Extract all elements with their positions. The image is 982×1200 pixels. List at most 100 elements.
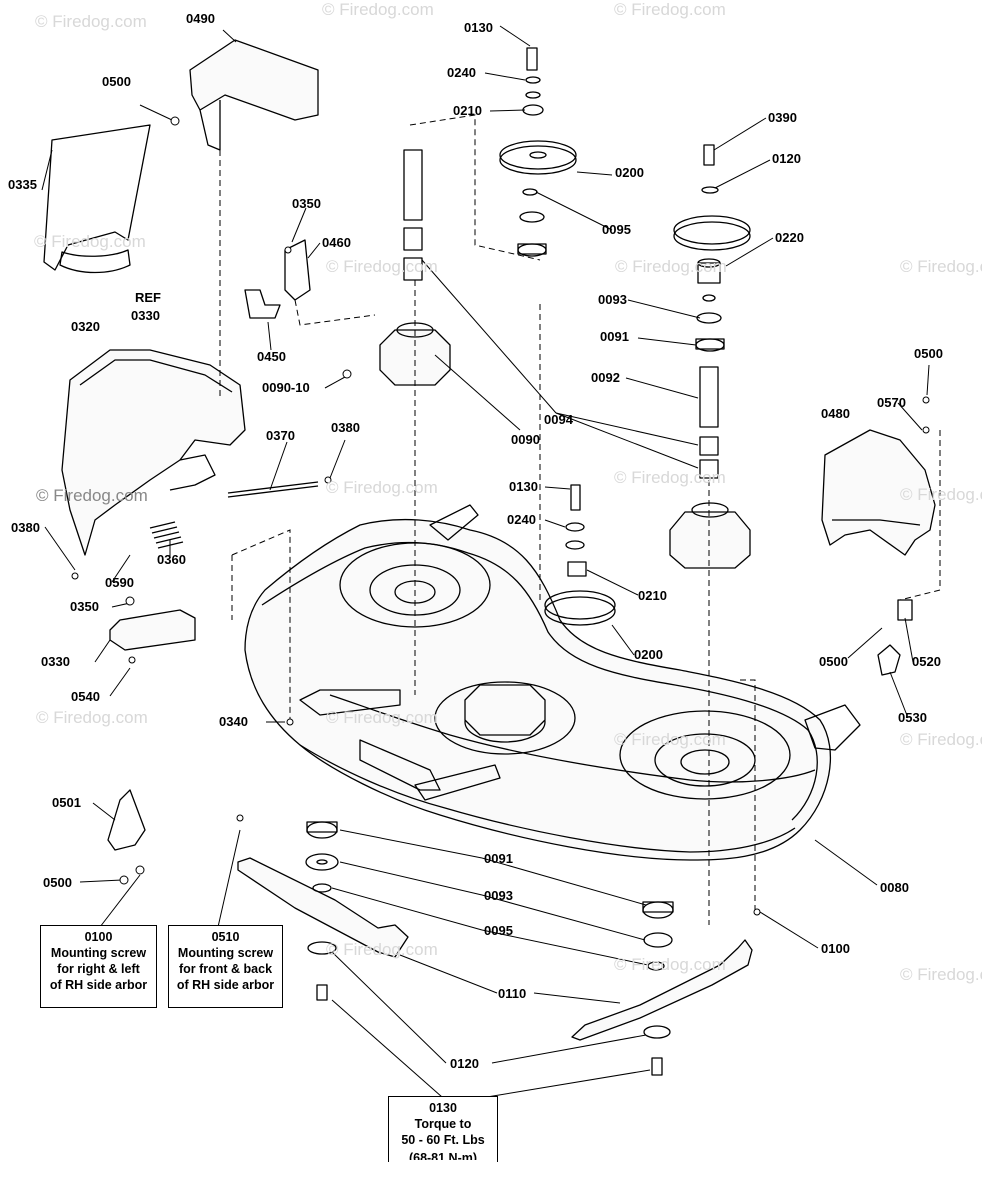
callout-0200: 0200 (615, 165, 644, 180)
watermark: © Firedog.com (614, 955, 726, 974)
callout-0501: 0501 (52, 795, 81, 810)
watermark: © Firedog.com (900, 730, 982, 749)
callout-0500: 0500 (43, 875, 72, 890)
callout-0120: 0120 (772, 151, 801, 166)
bearing-stack-bottom-right (642, 901, 674, 1076)
watermark: © Firedog.com (35, 12, 147, 31)
callout-0570: 0570 (877, 395, 906, 410)
callout-0090: 0090 (511, 432, 540, 447)
watermark: © Firedog.com (322, 0, 434, 19)
callout-0110: 0110 (498, 986, 527, 1001)
callout-0590: 0590 (105, 575, 134, 590)
callout-0094: 0094 (544, 412, 573, 427)
callout-0330: 0330 (41, 654, 70, 669)
watermark: © Firedog.com (326, 257, 438, 276)
watermark: © Firedog.com (34, 232, 146, 251)
callout-0330-ref: 0330 (131, 308, 160, 323)
watermark: © Firedog.com (900, 485, 982, 504)
callout-0380: 0380 (11, 520, 40, 535)
callout-0220: 0220 (775, 230, 804, 245)
pulley-stack-left (499, 47, 577, 257)
note-code: 0100 (84, 930, 113, 944)
note-line: Mounting screw (50, 946, 147, 960)
note-line: for front & back (178, 962, 273, 976)
blade-left-0110 (237, 857, 409, 958)
watermark: © Firedog.com (615, 257, 727, 276)
watermark: © Firedog.com (326, 478, 438, 497)
callout-0460: 0460 (322, 235, 351, 250)
watermark: © Firedog.com (614, 0, 726, 19)
page-edge-cut (360, 1160, 982, 1200)
note-0510: 0510 Mounting screw for front & back of … (168, 925, 283, 1008)
callout-0380: 0380 (331, 420, 360, 435)
callout-0120: 0120 (450, 1056, 479, 1071)
note-code: 0510 (211, 930, 240, 944)
watermark: © Firedog.com (614, 468, 726, 487)
note-line: Torque to (414, 1117, 472, 1131)
note-line: of RH side arbor (176, 978, 275, 992)
part-0320-chute (61, 349, 246, 556)
spindle-left (379, 149, 451, 386)
note-code: 0130 (429, 1101, 457, 1115)
bracket-0501 (107, 789, 146, 851)
callout-0130: 0130 (464, 20, 493, 35)
callout-0091: 0091 (484, 851, 513, 866)
note-line: 50 - 60 Ft. Lbs (401, 1133, 485, 1147)
callout-0360: 0360 (157, 552, 186, 567)
callout-0350: 0350 (70, 599, 99, 614)
note-line: of RH side arbor (49, 978, 148, 992)
callout-0092: 0092 (591, 370, 620, 385)
callout-0093: 0093 (598, 292, 627, 307)
watermark: © Firedog.com (36, 486, 148, 505)
callout-0370: 0370 (266, 428, 295, 443)
bearing-stack-bottom-left (305, 821, 339, 1001)
note-0130-border (388, 1096, 389, 1162)
callout-0500: 0500 (819, 654, 848, 669)
callout-0335: 0335 (8, 177, 37, 192)
callout-0530: 0530 (898, 710, 927, 725)
callout-0240: 0240 (447, 65, 476, 80)
callout-0080: 0080 (880, 880, 909, 895)
spindle-center (464, 684, 546, 736)
callout-0200: 0200 (634, 647, 663, 662)
watermark: © Firedog.com (900, 257, 982, 276)
callout-0540: 0540 (71, 689, 100, 704)
pulley-stack-right (673, 144, 751, 479)
callout-0480: 0480 (821, 406, 850, 421)
pulley-mid (544, 484, 616, 626)
callout-0350: 0350 (292, 196, 321, 211)
blade-right-0110 (571, 939, 753, 1041)
bracket-0330 (109, 609, 196, 651)
callout-0090-10: 0090-10 (262, 380, 310, 395)
part-0480-cover (821, 429, 936, 556)
bracket-0450 (244, 239, 311, 319)
callout-0100: 0100 (821, 941, 850, 956)
watermark: © Firedog.com (614, 730, 726, 749)
watermark: © Firedog.com (326, 708, 438, 727)
callout-0450: 0450 (257, 349, 286, 364)
callout-0240: 0240 (507, 512, 536, 527)
callout-0093: 0093 (484, 888, 513, 903)
callout-0390: 0390 (768, 110, 797, 125)
mower-deck-0080 (244, 504, 861, 861)
callout-0500: 0500 (102, 74, 131, 89)
callout-0520: 0520 (912, 654, 941, 669)
callout-0490: 0490 (186, 11, 215, 26)
callout-ref: REF (135, 290, 161, 305)
callout-0340: 0340 (219, 714, 248, 729)
watermark: © Firedog.com (36, 708, 148, 727)
part-0530 (877, 599, 913, 676)
note-line: for right & left (57, 962, 140, 976)
note-0130-border (497, 1096, 498, 1162)
callout-0500: 0500 (914, 346, 943, 361)
note-line: Mounting screw (177, 946, 274, 960)
callout-0210: 0210 (638, 588, 667, 603)
part-0490-cover (189, 39, 319, 151)
spindle-right (669, 502, 751, 569)
note-0100: 0100 Mounting screw for right & left of … (40, 925, 157, 1008)
callout-0095: 0095 (484, 923, 513, 938)
watermark: © Firedog.com (900, 965, 982, 984)
callout-0210: 0210 (453, 103, 482, 118)
part-0335-guard (43, 124, 151, 274)
